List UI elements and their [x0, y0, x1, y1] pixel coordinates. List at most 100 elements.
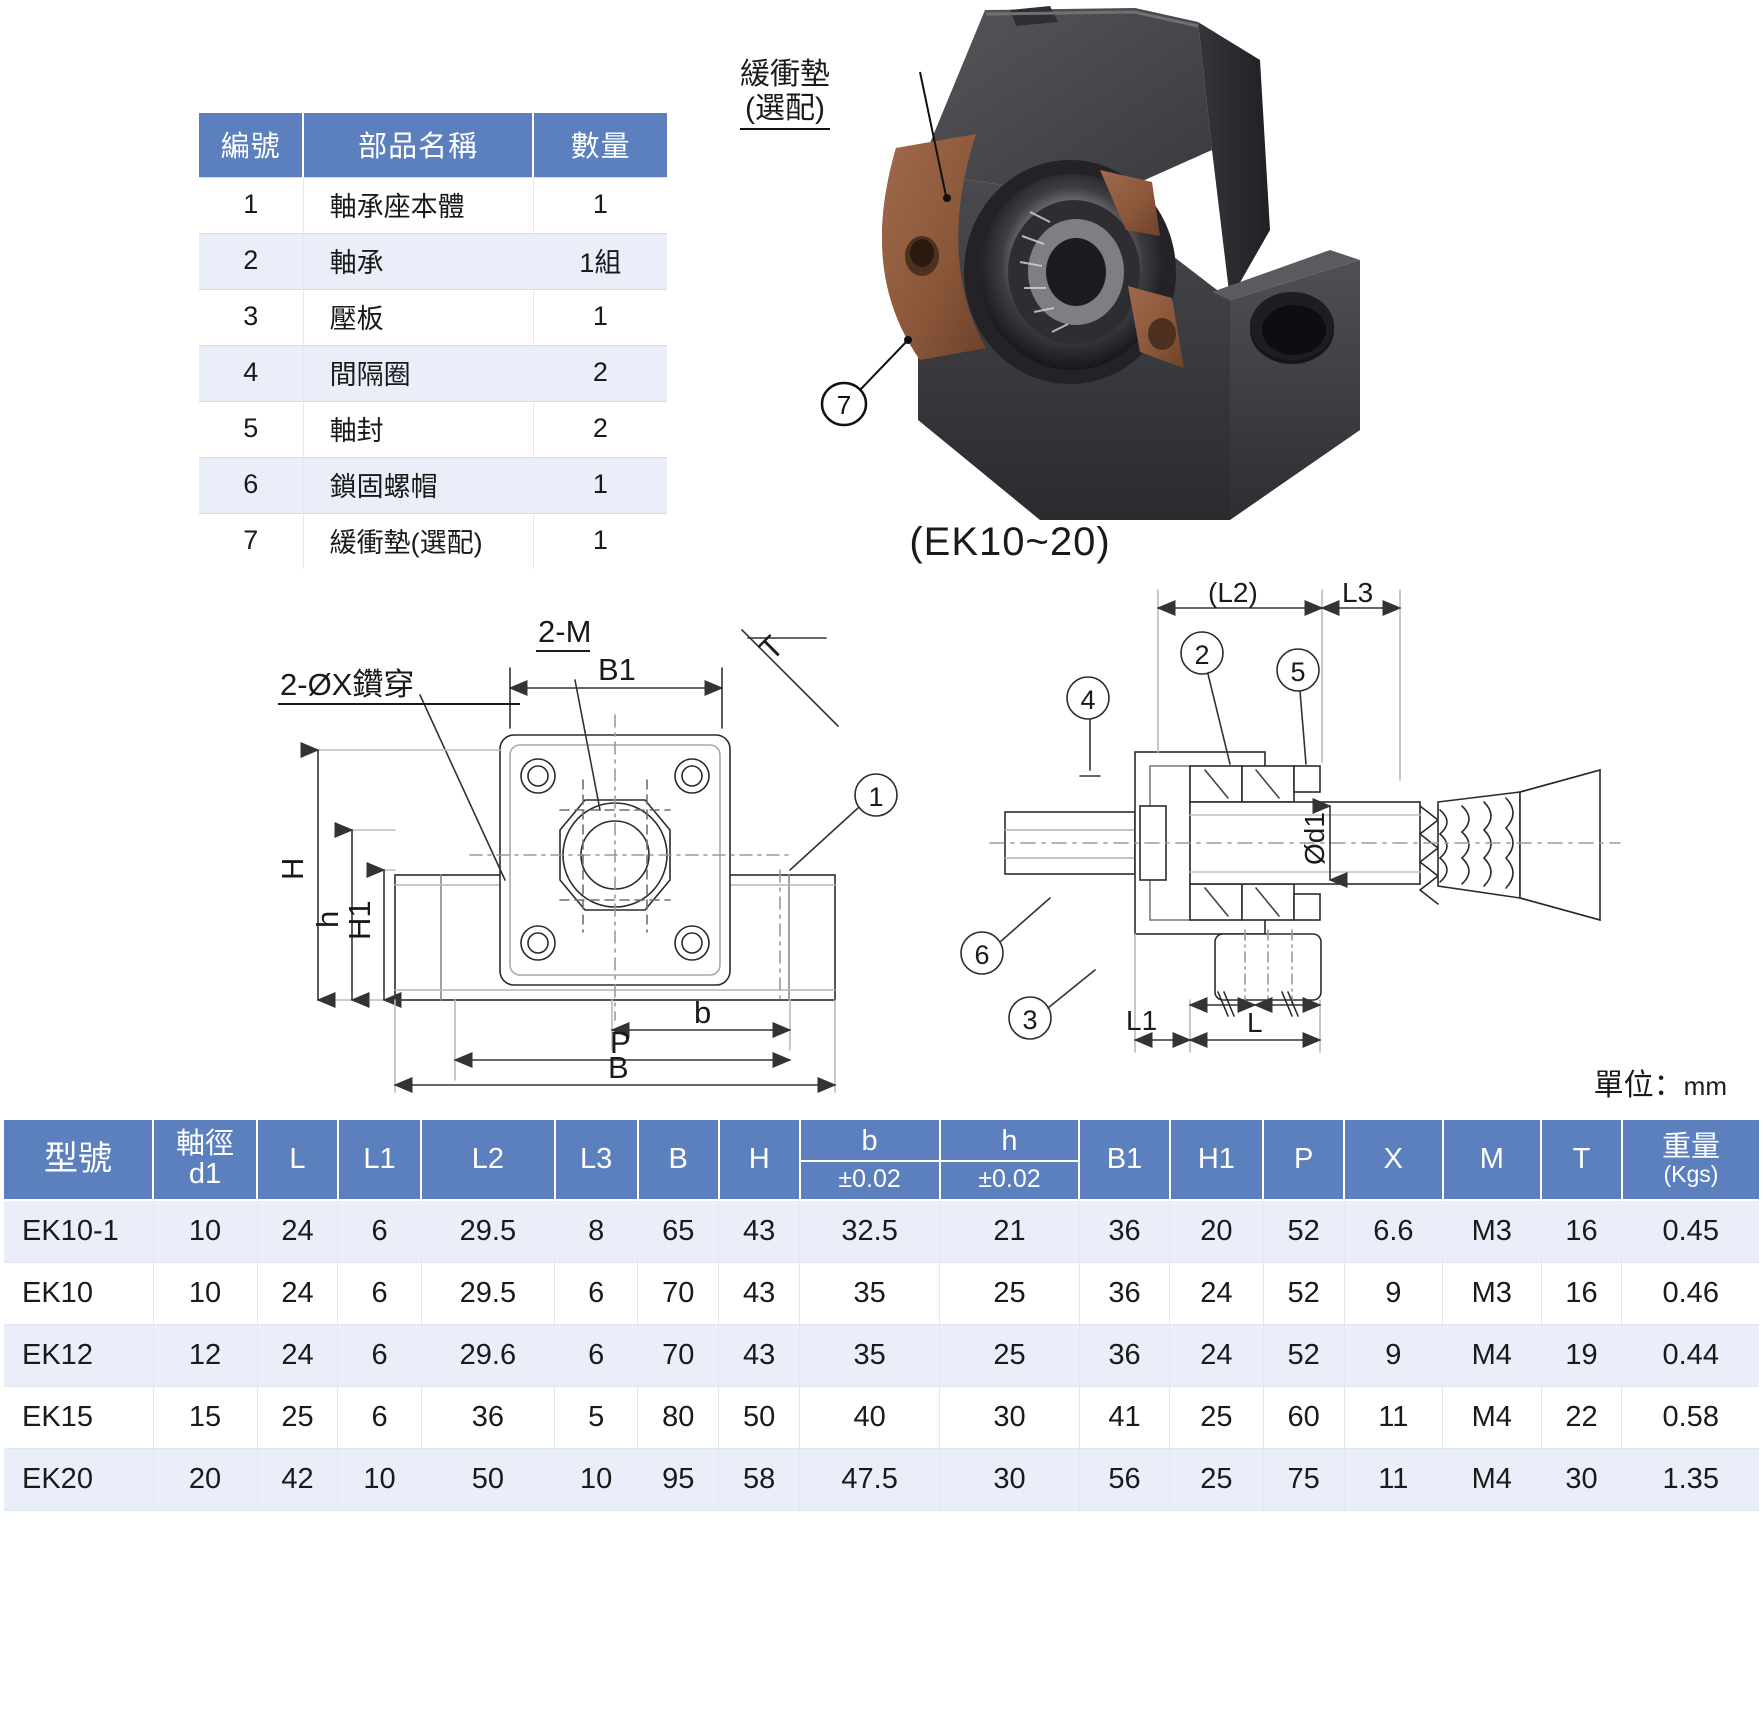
- dim-label-T: T: [752, 629, 790, 667]
- dim-label-L1: L1: [1126, 1005, 1157, 1036]
- label-thread: 2-M: [538, 614, 591, 649]
- spec-h: 30: [939, 1448, 1080, 1511]
- dim-label-H1: H1: [342, 900, 377, 940]
- technical-drawing-area: 2-ØX鑽穿 2-M B1 T H h H1 b P B 1 (L2) L3 Ø…: [0, 580, 1763, 1100]
- spec-P: 52: [1263, 1324, 1345, 1387]
- spec-H1: 25: [1169, 1386, 1264, 1449]
- spec-header-M: M: [1442, 1120, 1543, 1201]
- spec-L: 25: [257, 1386, 339, 1449]
- spec-header-L1: L1: [337, 1120, 423, 1201]
- spec-b: 35: [799, 1324, 941, 1387]
- spec-L3: 6: [554, 1324, 639, 1387]
- spec-T: 30: [1541, 1448, 1623, 1511]
- spec-H1: 25: [1169, 1448, 1264, 1511]
- dim-label-B1: B1: [598, 652, 636, 687]
- spec-B1: 36: [1079, 1199, 1171, 1263]
- spec-H1: 24: [1169, 1262, 1264, 1325]
- spec-header-L2: L2: [421, 1120, 556, 1201]
- spec-header-L3: L3: [554, 1120, 639, 1201]
- part-no: 4: [199, 345, 304, 402]
- spec-B: 80: [637, 1386, 720, 1449]
- spec-B: 70: [637, 1324, 720, 1387]
- part-qty: 2: [533, 401, 667, 458]
- spec-L2: 29.6: [421, 1324, 556, 1387]
- spec-weight: 0.46: [1621, 1262, 1759, 1325]
- part-no: 6: [199, 457, 304, 514]
- spec-B1: 36: [1079, 1262, 1171, 1325]
- spec-header-L: L: [257, 1120, 339, 1201]
- callout-3: 3: [1022, 1005, 1037, 1035]
- spec-header-H: H: [718, 1120, 801, 1201]
- spec-header-weight: 重量 (Kgs): [1621, 1120, 1759, 1201]
- spec-h: 21: [939, 1199, 1080, 1263]
- spec-P: 52: [1263, 1262, 1345, 1325]
- unit-note-value: mm: [1683, 1071, 1727, 1101]
- part-no: 3: [199, 289, 304, 346]
- spec-h: 25: [939, 1262, 1080, 1325]
- spec-H1: 24: [1169, 1324, 1264, 1387]
- spec-L1: 6: [337, 1199, 422, 1263]
- spec-header-B1: B1: [1079, 1120, 1171, 1201]
- spec-H: 43: [718, 1324, 801, 1387]
- spec-weight: 0.44: [1621, 1324, 1759, 1387]
- spec-L1: 6: [337, 1324, 422, 1387]
- spec-M: M3: [1442, 1262, 1542, 1325]
- spec-header-d1: 軸徑 d1: [153, 1120, 258, 1201]
- spec-H: 58: [718, 1448, 801, 1511]
- part-name: 軸承: [303, 233, 534, 290]
- spec-L: 24: [257, 1262, 339, 1325]
- spec-L1: 6: [337, 1386, 422, 1449]
- callout-1: 1: [868, 782, 883, 812]
- spec-L2: 36: [421, 1386, 556, 1449]
- part-qty: 1: [533, 513, 667, 569]
- spec-b: 32.5: [799, 1199, 941, 1263]
- spec-L3: 8: [554, 1199, 639, 1263]
- spec-L1: 6: [337, 1262, 422, 1325]
- label-drill-holes: 2-ØX鑽穿: [280, 667, 414, 702]
- spec-B1: 36: [1079, 1324, 1171, 1387]
- callout-5: 5: [1290, 657, 1305, 687]
- spec-T: 19: [1541, 1324, 1623, 1387]
- product-photo: 7: [800, 0, 1360, 530]
- spec-d1: 15: [153, 1386, 258, 1449]
- callout-4: 4: [1080, 685, 1095, 715]
- spec-H: 43: [718, 1199, 801, 1263]
- part-no: 2: [199, 233, 304, 290]
- part-no: 7: [199, 513, 304, 569]
- spec-weight: 0.45: [1621, 1199, 1759, 1263]
- spec-b: 35: [799, 1262, 941, 1325]
- spec-B: 70: [637, 1262, 720, 1325]
- spec-B: 65: [637, 1199, 720, 1263]
- parts-header-no: 編號: [199, 113, 305, 178]
- spec-L3: 6: [554, 1262, 639, 1325]
- spec-X: 9: [1344, 1262, 1444, 1325]
- photo-caption: (EK10~20): [909, 520, 1111, 564]
- spec-H: 50: [718, 1386, 801, 1449]
- spec-T: 16: [1541, 1199, 1623, 1263]
- spec-model: EK10: [4, 1262, 154, 1325]
- spec-L3: 5: [554, 1386, 639, 1449]
- spec-d1: 20: [153, 1448, 258, 1511]
- cushion-pad-label-line2: (選配): [745, 91, 825, 125]
- spec-L2: 29.5: [421, 1199, 556, 1263]
- spec-L2: 50: [421, 1448, 556, 1511]
- spec-weight: 1.35: [1621, 1448, 1759, 1511]
- part-no: 1: [199, 177, 304, 234]
- spec-P: 75: [1263, 1448, 1345, 1511]
- callout-6: 6: [974, 940, 989, 970]
- dim-label-L: L: [1247, 1007, 1263, 1038]
- photo-callout-7: 7: [837, 390, 851, 420]
- part-qty: 1: [533, 457, 667, 514]
- spec-L: 42: [257, 1448, 339, 1511]
- spec-B1: 41: [1079, 1386, 1171, 1449]
- spec-M: M3: [1442, 1199, 1542, 1263]
- spec-M: M4: [1442, 1386, 1542, 1449]
- spec-model: EK15: [4, 1386, 154, 1449]
